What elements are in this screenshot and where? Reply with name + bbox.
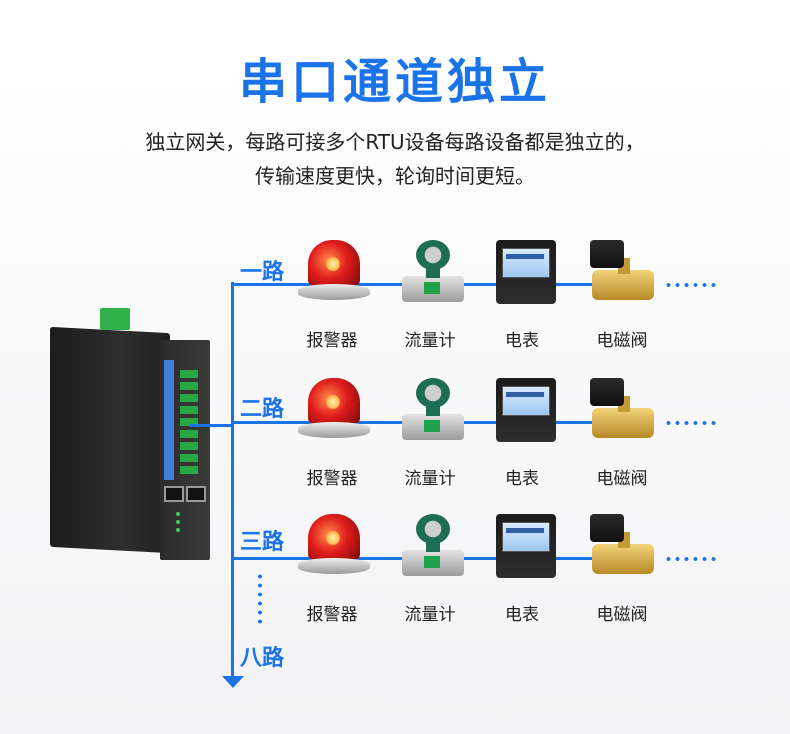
valve-brass bbox=[592, 544, 654, 574]
alarm-bulb bbox=[326, 256, 340, 272]
alarm-light-icon bbox=[296, 378, 376, 448]
valve-coil bbox=[590, 378, 624, 406]
solenoid-valve-icon bbox=[582, 378, 662, 448]
valve-brass bbox=[592, 270, 654, 300]
flow-tag bbox=[424, 556, 440, 568]
meter-window bbox=[502, 248, 550, 278]
status-led bbox=[176, 528, 180, 532]
gateway-connector-line bbox=[190, 424, 234, 427]
meter-window bbox=[502, 386, 550, 416]
flow-meter-icon bbox=[396, 240, 476, 310]
alarm-light-icon bbox=[296, 240, 376, 310]
more-devices-ellipsis bbox=[664, 557, 720, 561]
device-caption: 流量计 bbox=[404, 469, 456, 489]
flow-tag bbox=[424, 420, 440, 432]
more-devices-ellipsis bbox=[664, 283, 720, 287]
device-caption: 电表 bbox=[505, 331, 539, 351]
description-line-2: 传输速度更快，轮询时间更短。 bbox=[255, 164, 535, 188]
valve-brass bbox=[592, 408, 654, 438]
gateway-label-strip bbox=[164, 360, 174, 480]
terminal-block bbox=[180, 430, 198, 438]
meter-strip bbox=[506, 528, 544, 533]
bus-line bbox=[231, 282, 234, 678]
electric-meter-icon bbox=[488, 378, 568, 448]
flow-tag bbox=[424, 282, 440, 294]
electric-meter-icon bbox=[488, 240, 568, 310]
status-led bbox=[176, 512, 180, 516]
terminal-block bbox=[180, 406, 198, 414]
valve-coil bbox=[590, 514, 624, 542]
meter-strip bbox=[506, 254, 544, 259]
device-caption: 流量计 bbox=[404, 605, 456, 625]
terminal-block bbox=[180, 382, 198, 390]
device-caption: 报警器 bbox=[306, 605, 358, 625]
route-label: 三路 bbox=[240, 530, 285, 555]
alarm-light-icon bbox=[296, 514, 376, 584]
solenoid-valve-icon bbox=[582, 514, 662, 584]
alarm-bulb bbox=[326, 530, 340, 546]
route-label: 二路 bbox=[240, 397, 285, 422]
ethernet-port bbox=[164, 486, 184, 502]
alarm-bulb bbox=[326, 394, 340, 410]
description-line-1: 独立网关，每路可接多个RTU设备每路设备都是独立的， bbox=[145, 130, 645, 154]
terminal-block bbox=[180, 454, 198, 462]
ethernet-port bbox=[186, 486, 206, 502]
device-caption: 电表 bbox=[505, 605, 539, 625]
terminal-block bbox=[180, 442, 198, 450]
flow-neck bbox=[426, 406, 440, 416]
solenoid-valve-icon bbox=[582, 240, 662, 310]
device-caption: 电磁阀 bbox=[596, 331, 648, 351]
terminal-block bbox=[180, 466, 198, 474]
gateway-device-icon bbox=[40, 300, 210, 570]
route-label-last: 八路 bbox=[240, 646, 285, 671]
alarm-base bbox=[298, 422, 370, 438]
device-caption: 报警器 bbox=[306, 469, 358, 489]
electric-meter-icon bbox=[488, 514, 568, 584]
page-title: 串口通道独立 bbox=[238, 54, 551, 110]
flow-head bbox=[416, 514, 450, 544]
device-caption: 电表 bbox=[505, 469, 539, 489]
route-label: 一路 bbox=[240, 260, 285, 285]
bus-arrow-icon bbox=[222, 676, 244, 688]
terminal-block bbox=[180, 394, 198, 402]
device-caption: 电磁阀 bbox=[596, 605, 648, 625]
status-led bbox=[176, 520, 180, 524]
alarm-base bbox=[298, 558, 370, 574]
terminal-block bbox=[180, 370, 198, 378]
power-connector bbox=[100, 308, 130, 330]
alarm-base bbox=[298, 284, 370, 300]
flow-head bbox=[416, 240, 450, 270]
valve-coil bbox=[590, 240, 624, 268]
device-caption: 流量计 bbox=[404, 331, 456, 351]
device-caption: 报警器 bbox=[306, 331, 358, 351]
meter-window bbox=[502, 522, 550, 552]
gateway-body bbox=[50, 326, 170, 554]
flow-head bbox=[416, 378, 450, 408]
terminal-block bbox=[180, 418, 198, 426]
vertical-ellipsis bbox=[258, 572, 262, 628]
flow-neck bbox=[426, 268, 440, 278]
more-devices-ellipsis bbox=[664, 421, 720, 425]
flow-neck bbox=[426, 542, 440, 552]
meter-strip bbox=[506, 392, 544, 397]
flow-meter-icon bbox=[396, 514, 476, 584]
flow-meter-icon bbox=[396, 378, 476, 448]
device-caption: 电磁阀 bbox=[596, 469, 648, 489]
